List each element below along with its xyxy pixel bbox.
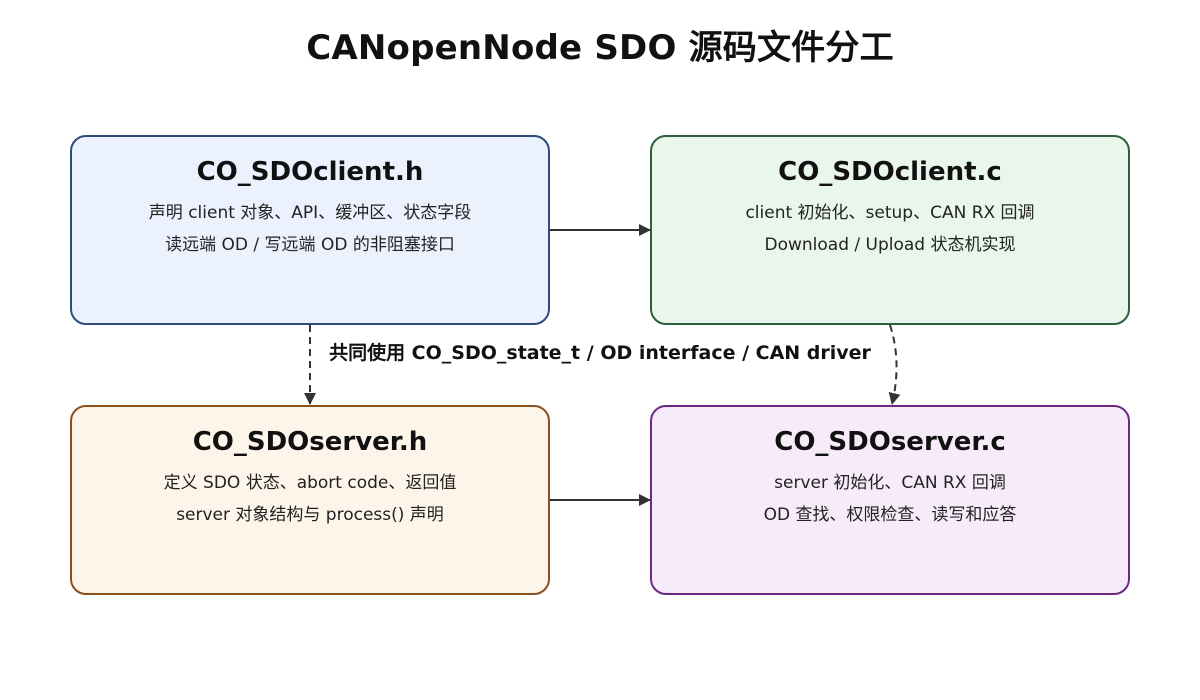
file-name: CO_SDOserver.h	[192, 427, 428, 457]
file-description-line: OD 查找、权限检查、读写和应答	[763, 505, 1017, 525]
file-name: CO_SDOclient.h	[196, 157, 424, 187]
file-description-line: Download / Upload 状态机实现	[764, 235, 1016, 255]
file-box-client-c: CO_SDOclient.c client 初始化、setup、CAN RX 回…	[650, 135, 1130, 325]
file-description-line: 读远端 OD / 写远端 OD 的非阻塞接口	[165, 235, 455, 255]
file-description-line: 声明 client 对象、API、缓冲区、状态字段	[148, 203, 472, 223]
file-description-line: server 对象结构与 process() 声明	[176, 505, 444, 525]
file-description-line: client 初始化、setup、CAN RX 回调	[745, 203, 1035, 223]
diagram-title: CANopenNode SDO 源码文件分工	[306, 28, 894, 68]
file-description-line: 定义 SDO 状态、abort code、返回值	[163, 473, 457, 493]
file-box-client-h: CO_SDOclient.h 声明 client 对象、API、缓冲区、状态字段…	[70, 135, 550, 325]
file-name: CO_SDOserver.c	[774, 427, 1006, 457]
file-box-server-c: CO_SDOserver.c server 初始化、CAN RX 回调 OD 查…	[650, 405, 1130, 595]
file-name: CO_SDOclient.c	[778, 157, 1002, 187]
file-box-server-h: CO_SDOserver.h 定义 SDO 状态、abort code、返回值 …	[70, 405, 550, 595]
dashed-arrow-client-c-to-server-c	[888, 324, 901, 405]
file-description-line: server 初始化、CAN RX 回调	[774, 473, 1006, 493]
shared-dependency-label: 共同使用 CO_SDO_state_t / OD interface / CAN…	[329, 342, 871, 364]
